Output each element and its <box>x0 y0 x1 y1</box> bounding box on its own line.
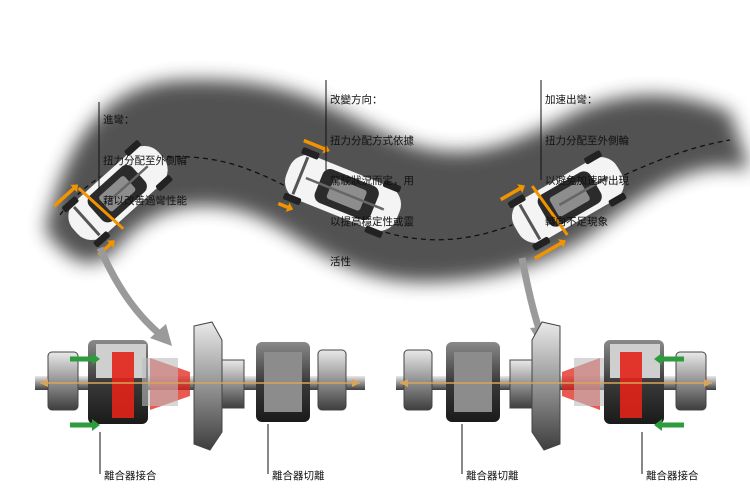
right-diff-label-engaged: 離合器接合 <box>646 470 699 482</box>
callout-direction-change-title: 改變方向： <box>330 94 383 106</box>
callout-acceleration-exit-line-2: 以避免加速時出現 <box>545 175 629 187</box>
callout-acceleration-exit-title: 加速出彎： <box>545 94 598 106</box>
car-direction-change <box>277 138 403 238</box>
callout-acceleration-exit: 加速出彎： 扭力分配至外側輪 以避免加速時出現 轉向不足現象 <box>545 67 629 256</box>
callout-acceleration-exit-line-3: 轉向不足現象 <box>545 215 608 228</box>
differential-left <box>35 321 365 474</box>
callout-acceleration-exit-line-1: 扭力分配至外側輪 <box>545 134 629 147</box>
callout-turn-in-title: 進彎： <box>103 114 135 126</box>
callout-turn-in: 進彎： 扭力分配至外側輪 藉以改善過彎性能 <box>103 87 187 236</box>
pointer-arrow-right <box>518 257 544 334</box>
callout-direction-change: 改變方向： 扭力分配方式依據 駕駛狀況而定，用 以提高穩定性或靈 活性 <box>330 67 414 297</box>
callout-direction-change-line-1: 扭力分配方式依據 <box>330 134 414 147</box>
pointer-arrow-left <box>96 246 165 339</box>
callout-direction-change-line-4: 活性 <box>330 256 351 268</box>
callout-direction-change-line-2: 駕駛狀況而定，用 <box>330 175 414 187</box>
callout-direction-change-line-3: 以提高穩定性或靈 <box>330 215 414 228</box>
left-diff-label-engaged: 離合器接合 <box>104 470 157 482</box>
differential-right <box>396 321 716 474</box>
left-diff-label-disengaged: 離合器切離 <box>272 470 325 482</box>
callout-turn-in-line-2: 藉以改善過彎性能 <box>103 195 187 207</box>
callout-turn-in-line-1: 扭力分配至外側輪 <box>103 154 187 167</box>
car-turn-in <box>53 140 173 257</box>
road <box>45 79 750 283</box>
car-acceleration-exit <box>499 150 627 260</box>
right-diff-label-disengaged: 離合器切離 <box>466 470 519 482</box>
